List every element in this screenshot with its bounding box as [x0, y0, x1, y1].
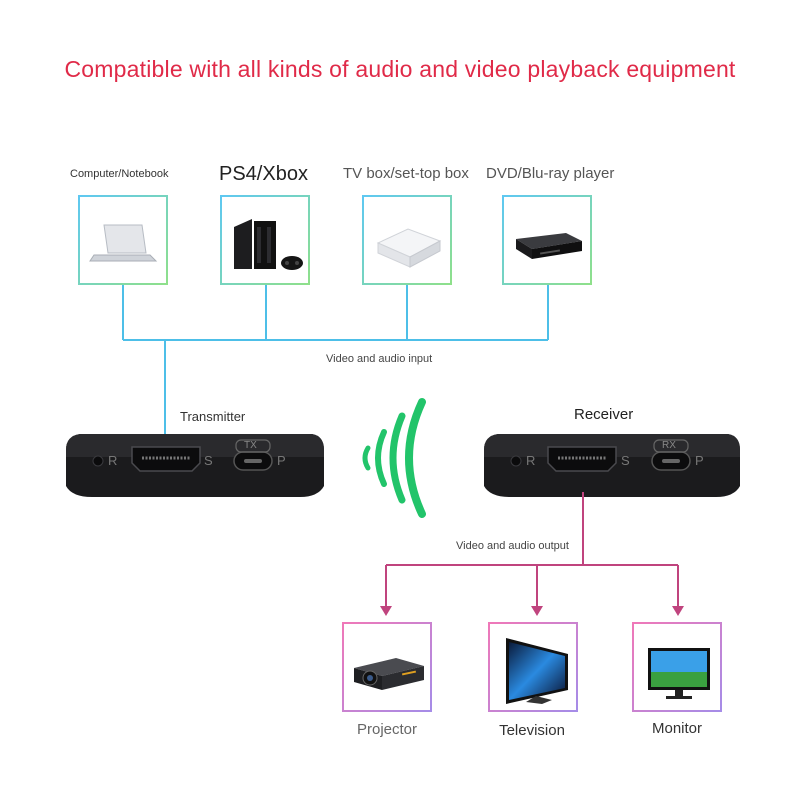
headline: Compatible with all kinds of audio and v…	[64, 56, 736, 82]
monitor-label: Monitor	[651, 720, 703, 737]
receiver-device	[484, 434, 740, 497]
computer-label: Computer/Notebook	[70, 168, 169, 180]
monitor-icon	[648, 648, 710, 699]
transmitter-label: Transmitter	[180, 409, 246, 424]
wireless-signal-icon	[362, 398, 426, 518]
laptop-icon	[89, 224, 158, 262]
rx-port-r: R	[526, 453, 536, 468]
input-label: Video and audio input	[326, 353, 433, 365]
tx-port-s: S	[204, 453, 213, 468]
tx-port-p: P	[277, 453, 286, 468]
dvd-box	[502, 195, 592, 285]
monitor-box	[632, 622, 722, 712]
projector-box	[342, 622, 432, 712]
rx-port-p: P	[695, 453, 704, 468]
tvbox-box	[362, 195, 452, 285]
projector-label: Projector	[356, 721, 418, 738]
game-console-icon	[234, 219, 303, 270]
tx-port-r: R	[108, 453, 118, 468]
television-box	[488, 622, 578, 712]
set-top-box-icon	[376, 228, 442, 268]
dvd-label: DVD/Blu-ray player	[486, 165, 615, 182]
television-label: Television	[499, 722, 565, 739]
television-icon	[506, 638, 568, 704]
receiver-label: Receiver	[574, 406, 634, 423]
rx-port-s: S	[621, 453, 630, 468]
rx-tag: RX	[662, 440, 676, 451]
tx-tag: TX	[244, 440, 257, 451]
output-label: Video and audio output	[456, 540, 569, 552]
tvbox-label: TV box/set-top box	[343, 165, 469, 182]
projector-icon	[354, 658, 424, 690]
dvd-player-icon	[516, 233, 582, 259]
transmitter-device	[66, 434, 324, 497]
console-box	[220, 195, 310, 285]
computer-box	[78, 195, 168, 285]
console-label: PS4/Xbox	[219, 163, 308, 185]
